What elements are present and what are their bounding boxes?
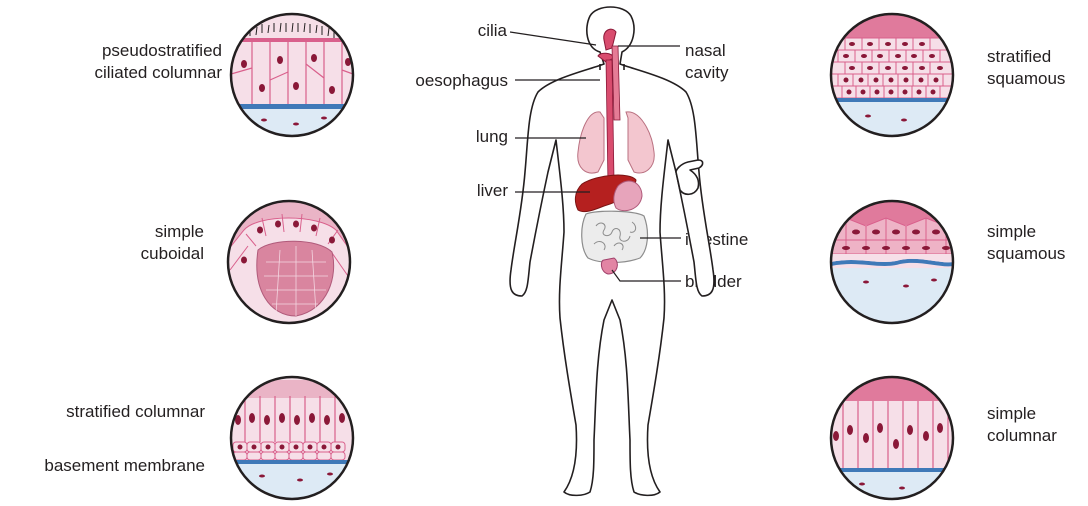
tissue-pseudostratified (231, 14, 353, 136)
leader-cilia (510, 32, 596, 45)
tissue-simple-squamous (831, 201, 953, 323)
bladder-organ (601, 258, 617, 274)
tissue-stratified-squamous (831, 14, 953, 136)
tissue-simple-cuboidal (228, 201, 350, 323)
tissue-stratified-columnar (231, 377, 353, 499)
tissue-simple-columnar (831, 377, 953, 499)
intestine-organ (582, 211, 648, 262)
